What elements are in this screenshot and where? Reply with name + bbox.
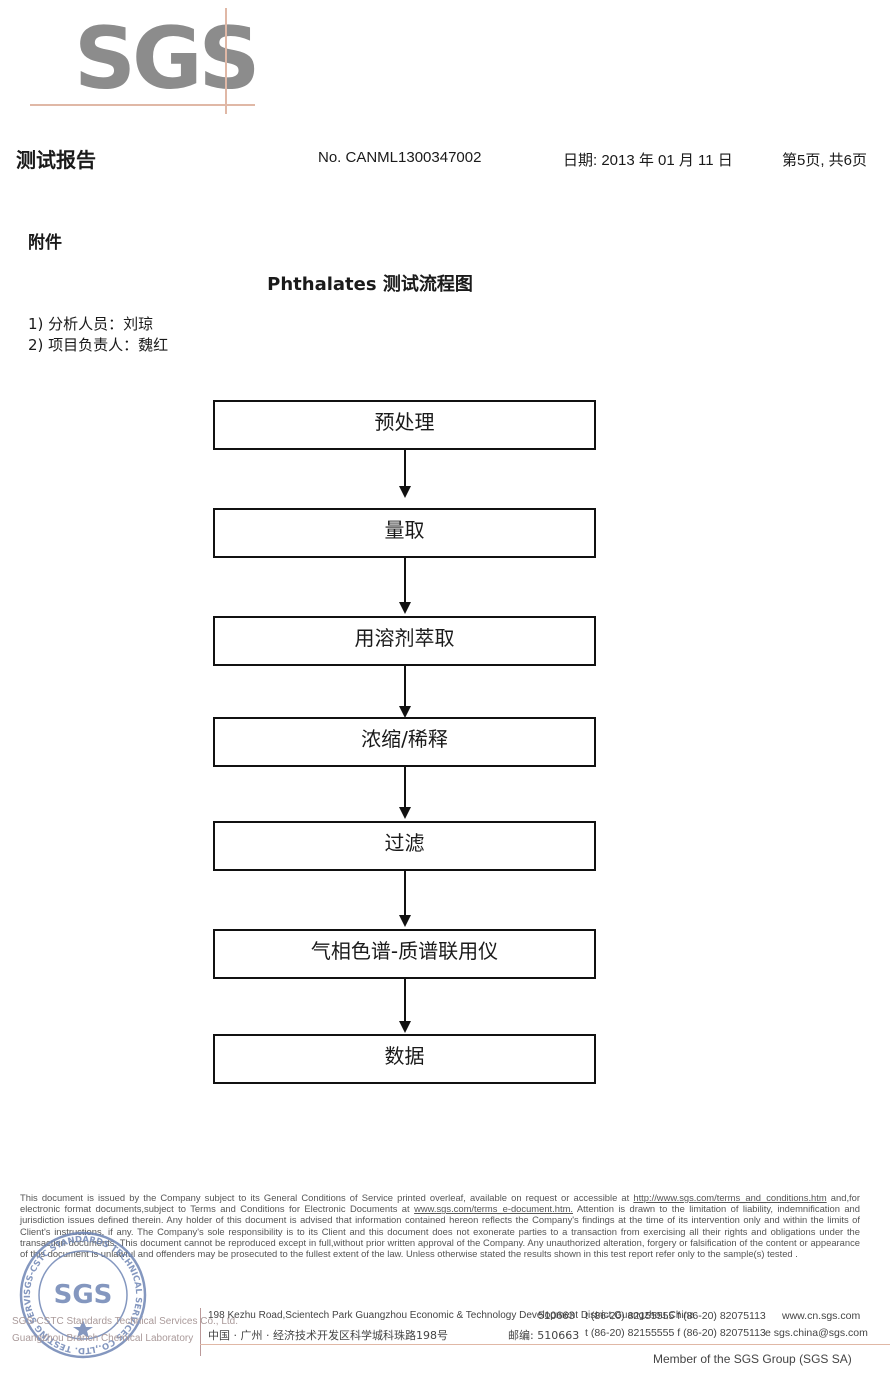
step-measure: 量取 xyxy=(213,508,596,558)
annex-heading: 附件 xyxy=(28,233,62,253)
company-name-en: SGS-CSTC Standards Technical Services Co… xyxy=(12,1316,239,1327)
flowchart-title: Phthalates 测试流程图 xyxy=(267,274,473,295)
phone-fax-line-1: t (86-20) 82155555 f (86-20) 82075113 xyxy=(585,1310,766,1322)
website-link[interactable]: www.cn.sgs.com xyxy=(782,1310,861,1322)
arrow-6 xyxy=(404,979,406,1021)
step-data: 数据 xyxy=(213,1034,596,1084)
personnel-list: 1) 分析人员：刘琼 2) 项目负责人：魏红 xyxy=(28,314,168,356)
supervisor-line: 2) 项目负责人：魏红 xyxy=(28,336,169,354)
email-link[interactable]: e sgs.china@sgs.com xyxy=(765,1327,868,1339)
disclaimer-text-1: This document is issued by the Company s… xyxy=(20,1192,634,1203)
arrow-3-head xyxy=(399,706,411,718)
arrow-5 xyxy=(404,871,406,915)
company-name-block: SGS-CSTC Standards Technical Services Co… xyxy=(12,1313,238,1347)
arrow-6-head xyxy=(399,1021,411,1033)
report-date: 日期: 2013 年 01 月 11 日 xyxy=(563,152,733,169)
footer-horizontal-divider xyxy=(200,1344,890,1345)
address-chinese: 中国 · 广州 · 经济技术开发区科学城科珠路198号 xyxy=(208,1329,448,1342)
sgs-group-membership: Member of the SGS Group (SGS SA) xyxy=(653,1352,852,1366)
arrow-4 xyxy=(404,767,406,807)
step-gc-ms: 气相色谱-质谱联用仪 xyxy=(213,929,596,979)
disclaimer-text-2: and,for electronic format documents,subj… xyxy=(20,1192,860,1215)
phone-fax-line-2: t (86-20) 82155555 f (86-20) 82075113 xyxy=(585,1327,766,1339)
arrow-4-head xyxy=(399,807,411,819)
logo-text: SGS xyxy=(74,9,260,109)
arrow-1 xyxy=(404,450,406,486)
postcode-english: 510663 xyxy=(538,1310,575,1322)
address-english: 198 Kezhu Road,Scientech Park Guangzhou … xyxy=(208,1310,695,1321)
disclaimer-text-3: Attention is drawn to the limitation of … xyxy=(20,1203,860,1260)
step-filtration: 过滤 xyxy=(213,821,596,871)
disclaimer: This document is issued by the Company s… xyxy=(20,1192,860,1259)
footer-vertical-divider xyxy=(200,1308,201,1356)
logo-vertical-line xyxy=(225,8,227,114)
svg-text:SGS: SGS xyxy=(54,1280,113,1310)
arrow-1-head xyxy=(399,486,411,498)
terms-link[interactable]: http://www.sgs.com/terms_and_conditions.… xyxy=(633,1192,827,1203)
arrow-3 xyxy=(404,666,406,706)
arrow-5-head xyxy=(399,915,411,927)
e-document-terms-link[interactable]: www.sgs.com/terms_e-document.htm. xyxy=(414,1203,573,1215)
flowchart: 预处理 量取 用溶剂萃取 浓缩/稀释 过滤 气相色谱-质谱联用仪 数据 xyxy=(0,390,892,1100)
company-lab-name: Guangzhou Branch Chemical Laboratory xyxy=(12,1333,194,1344)
analyst-line: 1) 分析人员：刘琼 xyxy=(28,315,154,333)
logo-horizontal-line xyxy=(30,104,255,106)
postcode-chinese: 邮编: 510663 xyxy=(508,1329,580,1342)
sgs-logo: SGS xyxy=(30,8,260,118)
report-title: 测试报告 xyxy=(16,148,96,172)
arrow-2 xyxy=(404,558,406,602)
report-number: No. CANML1300347002 xyxy=(318,149,482,166)
page-number: 第5页, 共6页 xyxy=(782,152,868,169)
step-solvent-extraction: 用溶剂萃取 xyxy=(213,616,596,666)
step-concentrate-dilute: 浓缩/稀释 xyxy=(213,717,596,767)
step-pretreatment: 预处理 xyxy=(213,400,596,450)
arrow-2-head xyxy=(399,602,411,614)
company-seal-stamp: SGS-CSTC STANDARDS TECHNICAL SERVICES CO… xyxy=(18,1230,147,1359)
